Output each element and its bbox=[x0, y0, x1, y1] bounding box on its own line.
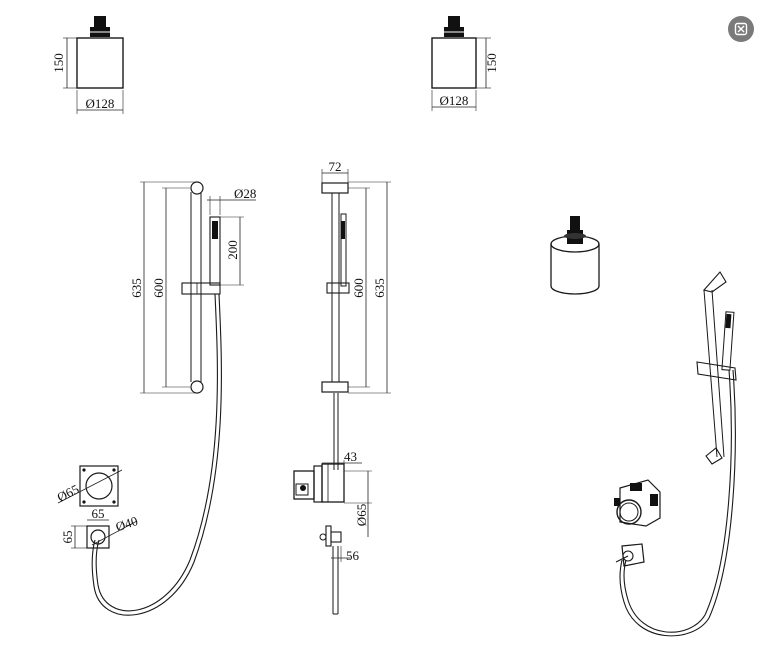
dim-elbow-width: 65 bbox=[92, 506, 105, 521]
wall-elbow-front: 65 65 Ø40 bbox=[60, 506, 140, 549]
dim-valve-depth: 43 bbox=[344, 449, 357, 464]
dim-top-left-diameter: Ø128 bbox=[86, 96, 115, 111]
dim-elbow-diameter: Ø40 bbox=[114, 513, 140, 534]
dim-rail-front-between: 600 bbox=[151, 278, 166, 298]
dim-top-right-height: 150 bbox=[484, 53, 499, 73]
dim-handle-length: 200 bbox=[225, 240, 240, 260]
dim-top-left-height: 150 bbox=[51, 53, 66, 73]
dim-plate-diameter: Ø65 bbox=[55, 481, 82, 505]
dim-valve-diameter: Ø65 bbox=[354, 504, 369, 526]
dim-elbow-height: 65 bbox=[60, 531, 75, 544]
close-button[interactable] bbox=[728, 16, 754, 42]
iso-wall-elbow bbox=[615, 543, 645, 567]
iso-rail-set bbox=[619, 271, 737, 637]
side-rail-view: 72 600 635 bbox=[321, 159, 391, 470]
dim-top-right-diameter: Ø128 bbox=[440, 93, 469, 108]
dim-handle-diameter: Ø28 bbox=[234, 186, 256, 201]
side-valve-view: 43 Ø65 bbox=[293, 449, 372, 537]
top-right-head-view: 150 Ø128 bbox=[431, 16, 499, 111]
iso-valve bbox=[614, 479, 661, 527]
dim-outlet-depth: 56 bbox=[346, 548, 360, 563]
iso-head bbox=[550, 216, 600, 295]
dim-rail-side-width: 72 bbox=[329, 159, 342, 174]
dim-rail-side-total: 635 bbox=[372, 278, 387, 298]
dim-rail-front-total: 635 bbox=[129, 278, 144, 298]
close-icon bbox=[734, 22, 748, 36]
side-outlet-view: 56 bbox=[319, 525, 360, 615]
dim-rail-side-between: 600 bbox=[351, 278, 366, 298]
wall-plate-front: Ø65 bbox=[55, 465, 123, 507]
top-left-head-view: 150 Ø128 bbox=[51, 16, 124, 114]
front-rail-view: 635 600 Ø28 200 bbox=[91, 181, 256, 616]
